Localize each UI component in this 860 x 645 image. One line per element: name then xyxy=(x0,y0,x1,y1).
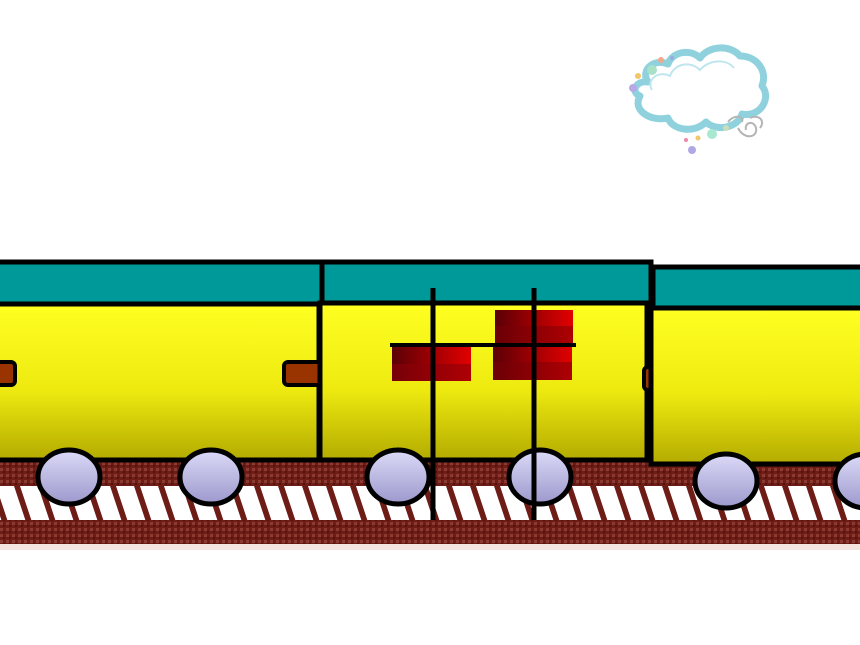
sleeper xyxy=(134,486,152,522)
car-body xyxy=(317,300,650,463)
train-car-left xyxy=(0,259,342,463)
wheel xyxy=(35,447,103,507)
sleeper xyxy=(326,486,344,522)
sleeper xyxy=(110,486,128,522)
rail-shadow xyxy=(0,544,860,550)
sleeper xyxy=(590,486,608,522)
wheel xyxy=(364,447,432,507)
wheel xyxy=(177,447,245,507)
sleeper xyxy=(446,486,464,522)
sleeper xyxy=(470,486,488,522)
sleeper xyxy=(638,486,656,522)
car-roof xyxy=(650,264,860,311)
sleeper xyxy=(662,486,680,522)
cloud-swirls xyxy=(727,115,764,138)
sleeper xyxy=(350,486,368,522)
wheel xyxy=(506,447,574,507)
car-body xyxy=(0,301,322,463)
sleeper xyxy=(158,486,176,522)
wheel xyxy=(692,451,760,511)
sleeper xyxy=(566,486,584,522)
lower-rail xyxy=(0,520,860,544)
cloud-icon xyxy=(629,44,770,154)
cloud-shape xyxy=(631,44,770,133)
sleeper xyxy=(0,498,8,522)
car-roof xyxy=(319,259,654,306)
coupler xyxy=(0,360,17,387)
car-body xyxy=(648,305,860,467)
train-car-right xyxy=(648,262,860,467)
sleeper xyxy=(758,486,776,522)
sleeper xyxy=(614,486,632,522)
sleeper xyxy=(494,486,512,522)
sleeper xyxy=(806,486,824,522)
car-roof xyxy=(0,259,326,307)
sleeper xyxy=(782,486,800,522)
sleeper xyxy=(830,486,848,522)
sleeper xyxy=(686,486,704,522)
wheels xyxy=(35,447,860,511)
sleeper xyxy=(278,486,296,522)
cloud-sparkles xyxy=(629,56,729,154)
wheel xyxy=(832,451,860,511)
sleeper xyxy=(302,486,320,522)
sleeper xyxy=(254,486,272,522)
cloud-inner-line xyxy=(649,60,735,91)
sleeper xyxy=(14,486,32,522)
